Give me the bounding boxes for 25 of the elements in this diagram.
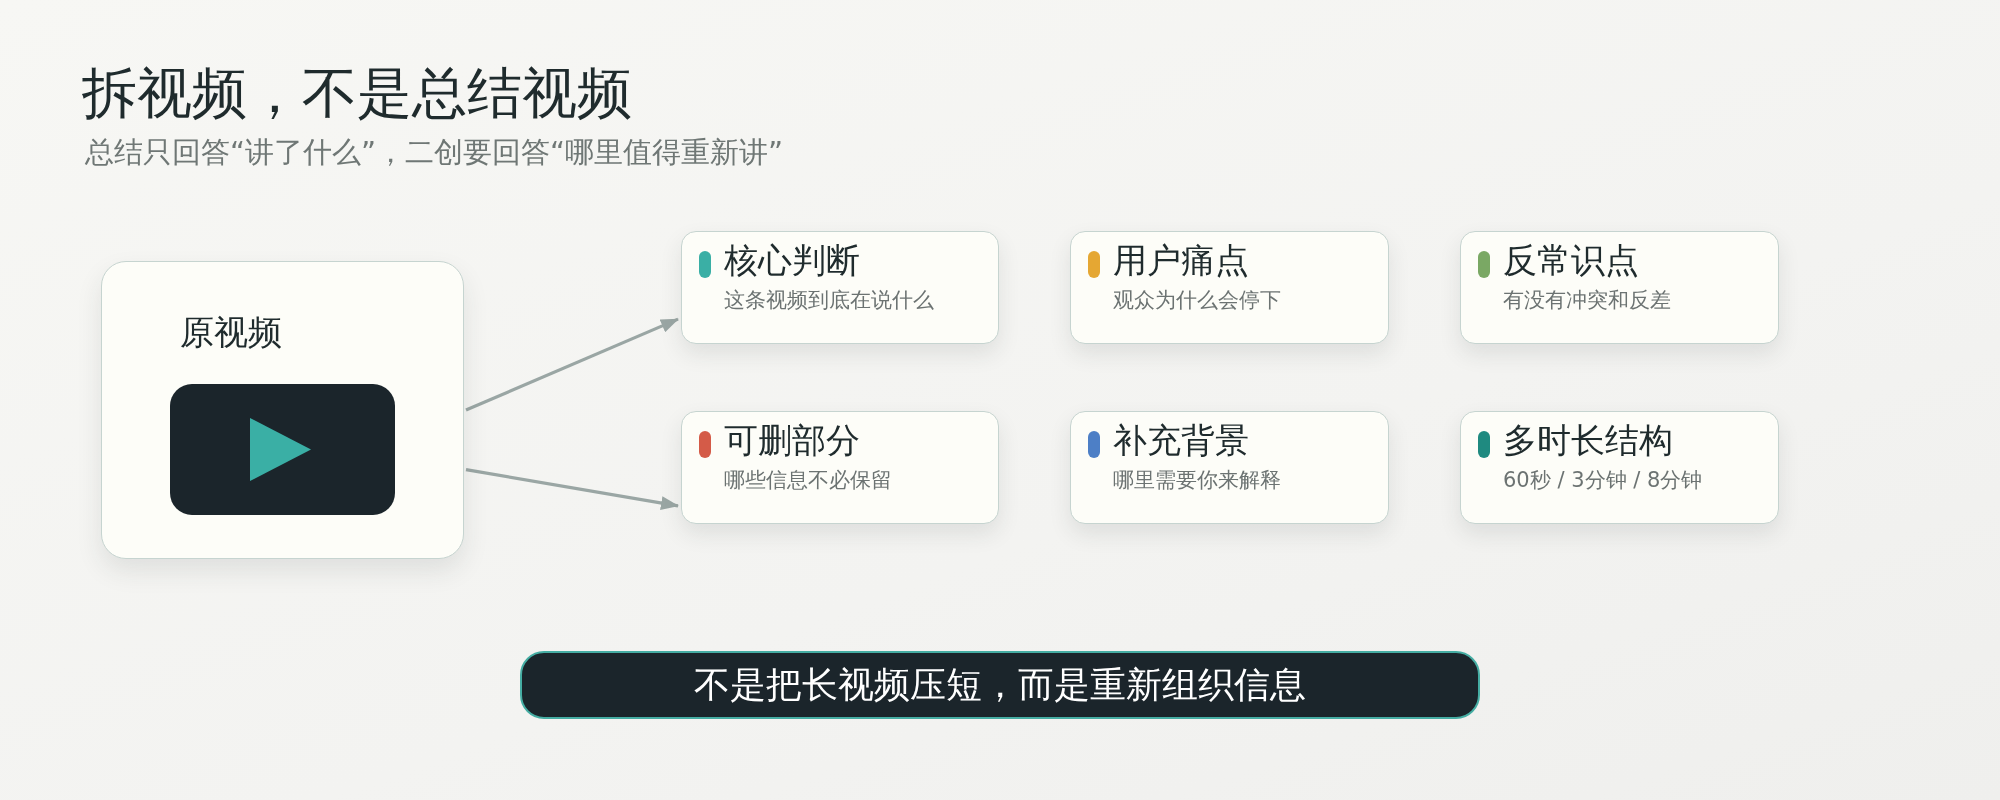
- card-title: 反常识点: [1503, 240, 1639, 281]
- card: [1460, 231, 1779, 344]
- card-title: 核心判断: [724, 240, 860, 281]
- card: [681, 231, 999, 344]
- card-description: 哪里需要你来解释: [1113, 468, 1281, 494]
- video-card: [101, 261, 464, 559]
- card-description: 有没有冲突和反差: [1503, 288, 1671, 314]
- title: 拆视频，不是总结视频: [82, 62, 632, 126]
- card-description: 60秒 / 3分钟 / 8分钟: [1503, 468, 1703, 494]
- card: [1070, 411, 1389, 524]
- card-title: 用户痛点: [1113, 240, 1249, 281]
- card-title: 补充背景: [1113, 420, 1249, 461]
- card-description: 这条视频到底在说什么: [724, 288, 934, 314]
- card-title: 可删部分: [724, 420, 860, 461]
- arrow: [465, 468, 679, 510]
- arrow: [465, 317, 679, 412]
- card-description: 哪些信息不必保留: [724, 468, 892, 494]
- card-title: 原视频: [180, 312, 282, 353]
- card: [1460, 411, 1779, 524]
- card: [1070, 231, 1389, 344]
- banner: 不是把长视频压短，而是重新组织信息: [520, 651, 1480, 719]
- card-title: 多时长结构: [1503, 420, 1673, 461]
- card-description: 观众为什么会停下: [1113, 288, 1281, 314]
- card: [681, 411, 999, 524]
- subtitle: 总结只回答“讲了什么”，二创要回答“哪里值得重新讲”: [85, 136, 784, 170]
